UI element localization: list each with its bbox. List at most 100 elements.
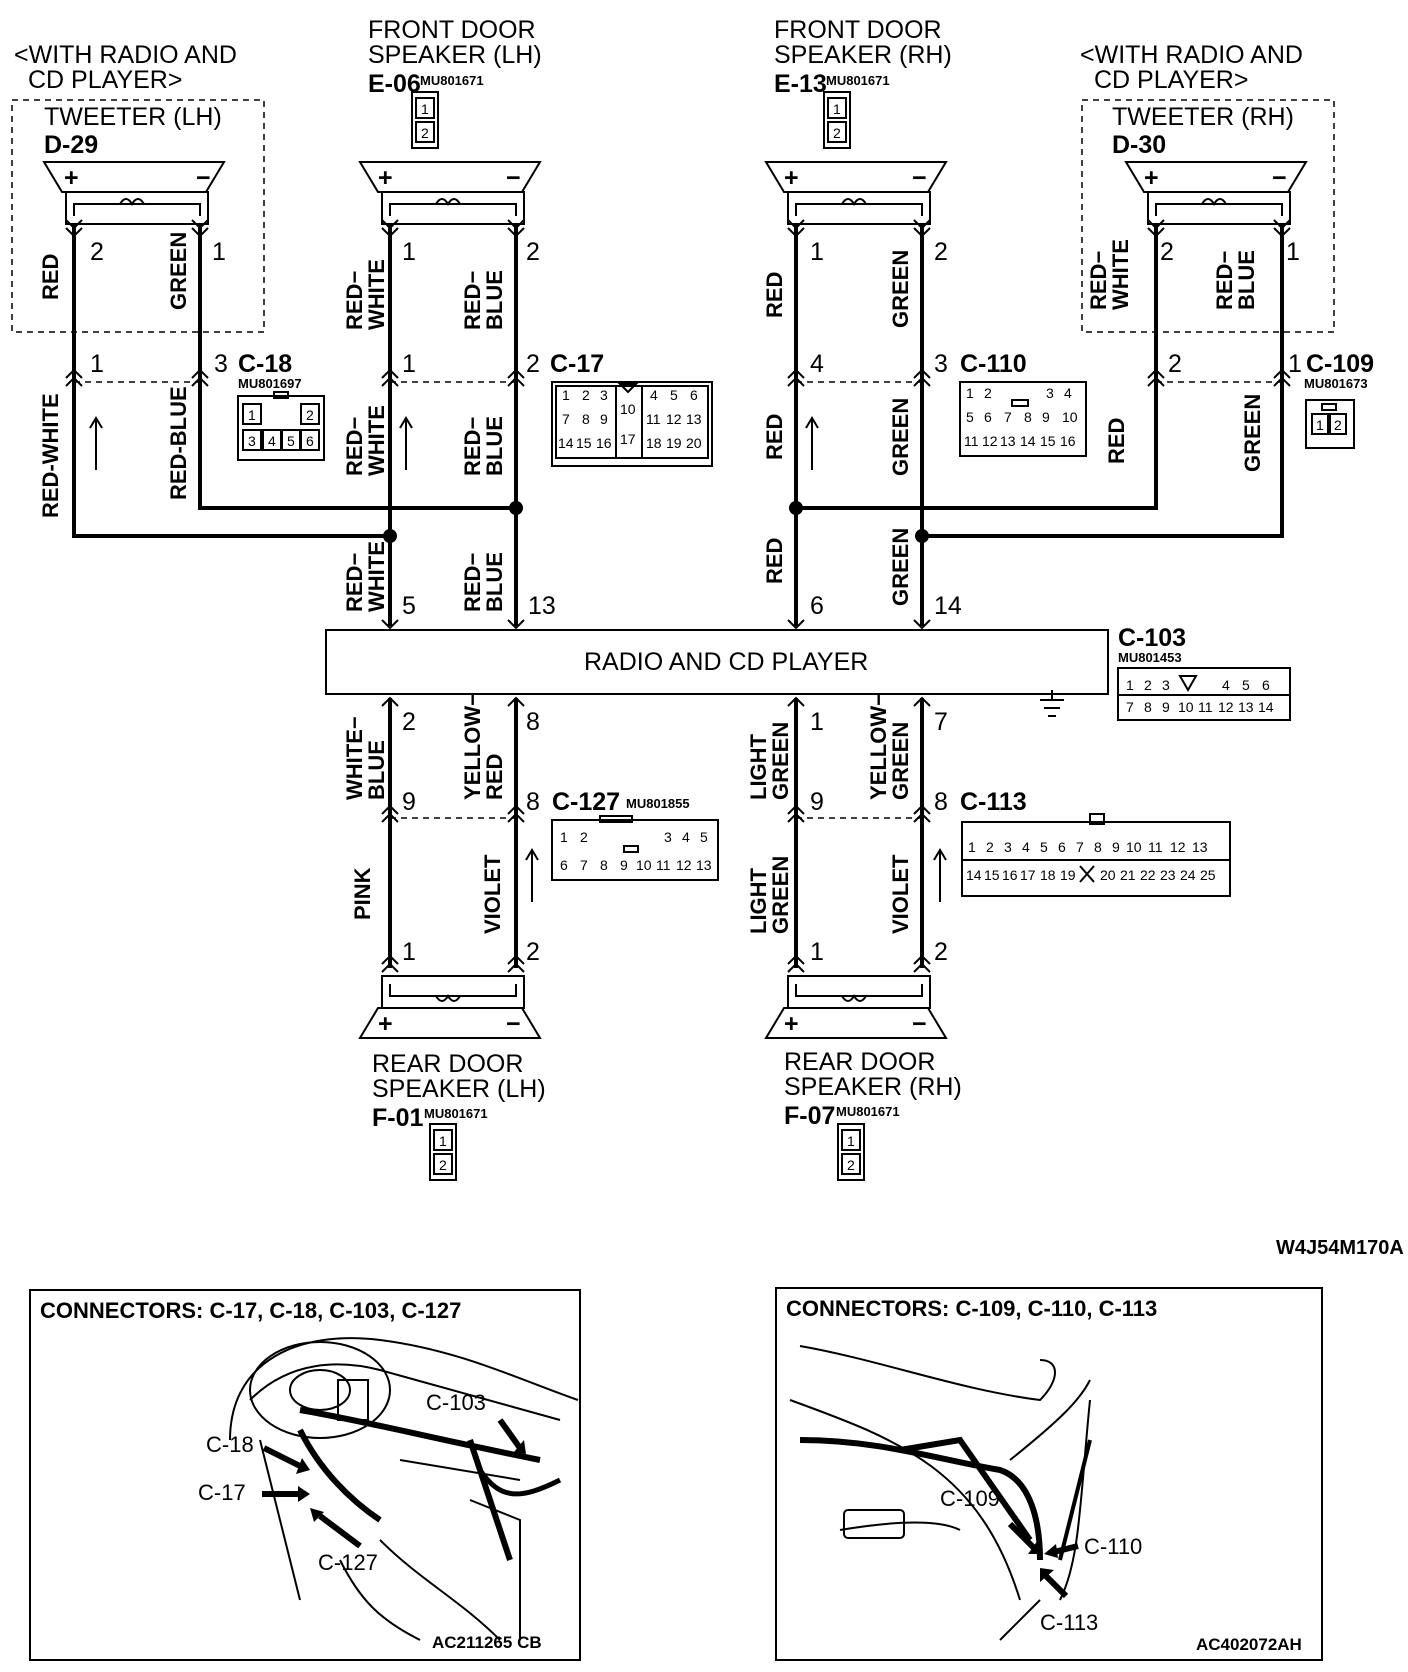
svg-text:14: 14 — [966, 867, 982, 883]
tweeter-lh: <WITH RADIO AND CD PLAYER> TWEETER (LH) … — [11, 41, 265, 333]
svg-text:RED−: RED− — [1086, 251, 1111, 310]
svg-text:1: 1 — [402, 238, 416, 266]
svg-text:10: 10 — [1178, 699, 1194, 715]
svg-text:2: 2 — [986, 839, 994, 855]
svg-text:RED−: RED− — [460, 271, 485, 330]
svg-text:11: 11 — [1198, 699, 1213, 715]
svg-text:SPEAKER (RH): SPEAKER (RH) — [774, 41, 952, 69]
svg-text:1: 1 — [560, 829, 568, 845]
svg-text:D-30: D-30 — [1112, 131, 1166, 159]
svg-text:+: + — [64, 164, 79, 192]
svg-text:C-109: C-109 — [940, 1486, 1000, 1511]
svg-text:RED: RED — [38, 254, 63, 300]
svg-text:GREEN: GREEN — [768, 722, 793, 800]
svg-text:GREEN: GREEN — [1240, 394, 1265, 472]
svg-text:WHITE−: WHITE− — [342, 716, 367, 800]
svg-text:C-110: C-110 — [1084, 1534, 1142, 1559]
svg-text:+: + — [784, 1010, 799, 1038]
connector-locator-right: CONNECTORS: C-109, C-110, C-113 C-109 C-… — [775, 1287, 1323, 1661]
svg-text:2: 2 — [847, 1157, 855, 1173]
radio-label: RADIO AND CD PLAYER — [584, 648, 868, 676]
svg-text:−: − — [196, 164, 211, 192]
svg-text:9: 9 — [1112, 839, 1120, 855]
svg-text:RED: RED — [762, 272, 787, 318]
svg-text:4: 4 — [810, 350, 824, 378]
svg-text:14: 14 — [558, 435, 574, 451]
arrow-icon — [1053, 1543, 1079, 1555]
tweeter-rh-option-box — [1081, 99, 1335, 333]
svg-text:+: + — [1144, 164, 1159, 192]
svg-text:7: 7 — [580, 857, 588, 873]
svg-text:6: 6 — [690, 387, 698, 403]
svg-text:20: 20 — [686, 435, 702, 451]
svg-text:C-17: C-17 — [198, 1480, 246, 1505]
svg-text:7: 7 — [562, 411, 570, 427]
svg-text:RED−: RED− — [342, 417, 367, 476]
svg-text:GREEN: GREEN — [888, 250, 913, 328]
svg-text:13: 13 — [696, 857, 712, 873]
svg-text:PINK: PINK — [350, 867, 375, 920]
svg-text:7: 7 — [1126, 699, 1134, 715]
svg-text:8: 8 — [582, 411, 590, 427]
svg-text:RED: RED — [482, 754, 507, 800]
arrow-up-icon — [805, 416, 819, 470]
arrow-up-icon — [399, 416, 413, 470]
svg-text:RED−: RED− — [460, 553, 485, 612]
svg-text:6: 6 — [984, 409, 992, 425]
svg-text:11: 11 — [656, 857, 671, 873]
svg-text:2: 2 — [582, 387, 590, 403]
svg-text:3: 3 — [214, 350, 228, 378]
svg-text:4: 4 — [682, 829, 690, 845]
svg-text:1: 1 — [810, 938, 824, 966]
svg-text:C-18: C-18 — [206, 1432, 254, 1457]
svg-text:WHITE: WHITE — [364, 541, 389, 612]
svg-text:WHITE: WHITE — [364, 259, 389, 330]
svg-text:9: 9 — [810, 788, 824, 816]
svg-text:2: 2 — [984, 385, 992, 401]
svg-text:2: 2 — [90, 238, 104, 266]
svg-text:AC211265 CB: AC211265 CB — [432, 1633, 542, 1652]
tweeter-lh-option-box — [11, 99, 265, 333]
svg-text:C-110: C-110 — [960, 350, 1027, 378]
svg-text:9: 9 — [1162, 699, 1170, 715]
dashboard-sketch-right — [789, 1345, 1091, 1641]
svg-text:17: 17 — [1020, 867, 1036, 883]
svg-text:1: 1 — [212, 238, 226, 266]
svg-text:13: 13 — [1000, 433, 1016, 449]
svg-text:+: + — [784, 164, 799, 192]
rear-rh-coil-icon — [841, 994, 867, 1002]
wire-red-rh-tweeter — [796, 224, 1158, 510]
svg-text:14: 14 — [1020, 433, 1036, 449]
arrow-up-icon — [933, 848, 947, 902]
arrow-up-icon — [525, 848, 539, 902]
svg-text:3: 3 — [1162, 677, 1170, 693]
svg-text:15: 15 — [1040, 433, 1056, 449]
arrow-up-icon — [89, 416, 103, 470]
svg-text:1: 1 — [421, 101, 429, 117]
svg-text:12: 12 — [1170, 839, 1186, 855]
svg-text:−: − — [912, 164, 927, 192]
svg-text:−: − — [912, 1010, 927, 1038]
svg-text:10: 10 — [1062, 409, 1078, 425]
rear-rh-connector-face — [837, 1123, 865, 1181]
svg-text:4: 4 — [1022, 839, 1030, 855]
svg-text:C-103: C-103 — [426, 1390, 486, 1415]
svg-text:<WITH RADIO AND: <WITH RADIO AND — [14, 41, 237, 69]
svg-text:LIGHT: LIGHT — [746, 733, 771, 800]
svg-text:C-103: C-103 — [1118, 624, 1186, 652]
svg-text:RED−: RED− — [1212, 251, 1237, 310]
svg-text:1: 1 — [562, 387, 570, 403]
svg-text:WHITE: WHITE — [1108, 239, 1133, 310]
svg-text:2: 2 — [402, 708, 416, 736]
svg-text:9: 9 — [600, 411, 608, 427]
svg-text:10: 10 — [620, 401, 636, 417]
svg-text:5: 5 — [1242, 677, 1250, 693]
svg-text:19: 19 — [666, 435, 682, 451]
svg-text:D-29: D-29 — [44, 131, 98, 159]
svg-text:SPEAKER (LH): SPEAKER (LH) — [372, 1075, 546, 1103]
svg-text:RED: RED — [762, 538, 787, 584]
svg-text:8: 8 — [1024, 409, 1032, 425]
svg-text:12: 12 — [1218, 699, 1234, 715]
svg-text:24: 24 — [1180, 867, 1196, 883]
